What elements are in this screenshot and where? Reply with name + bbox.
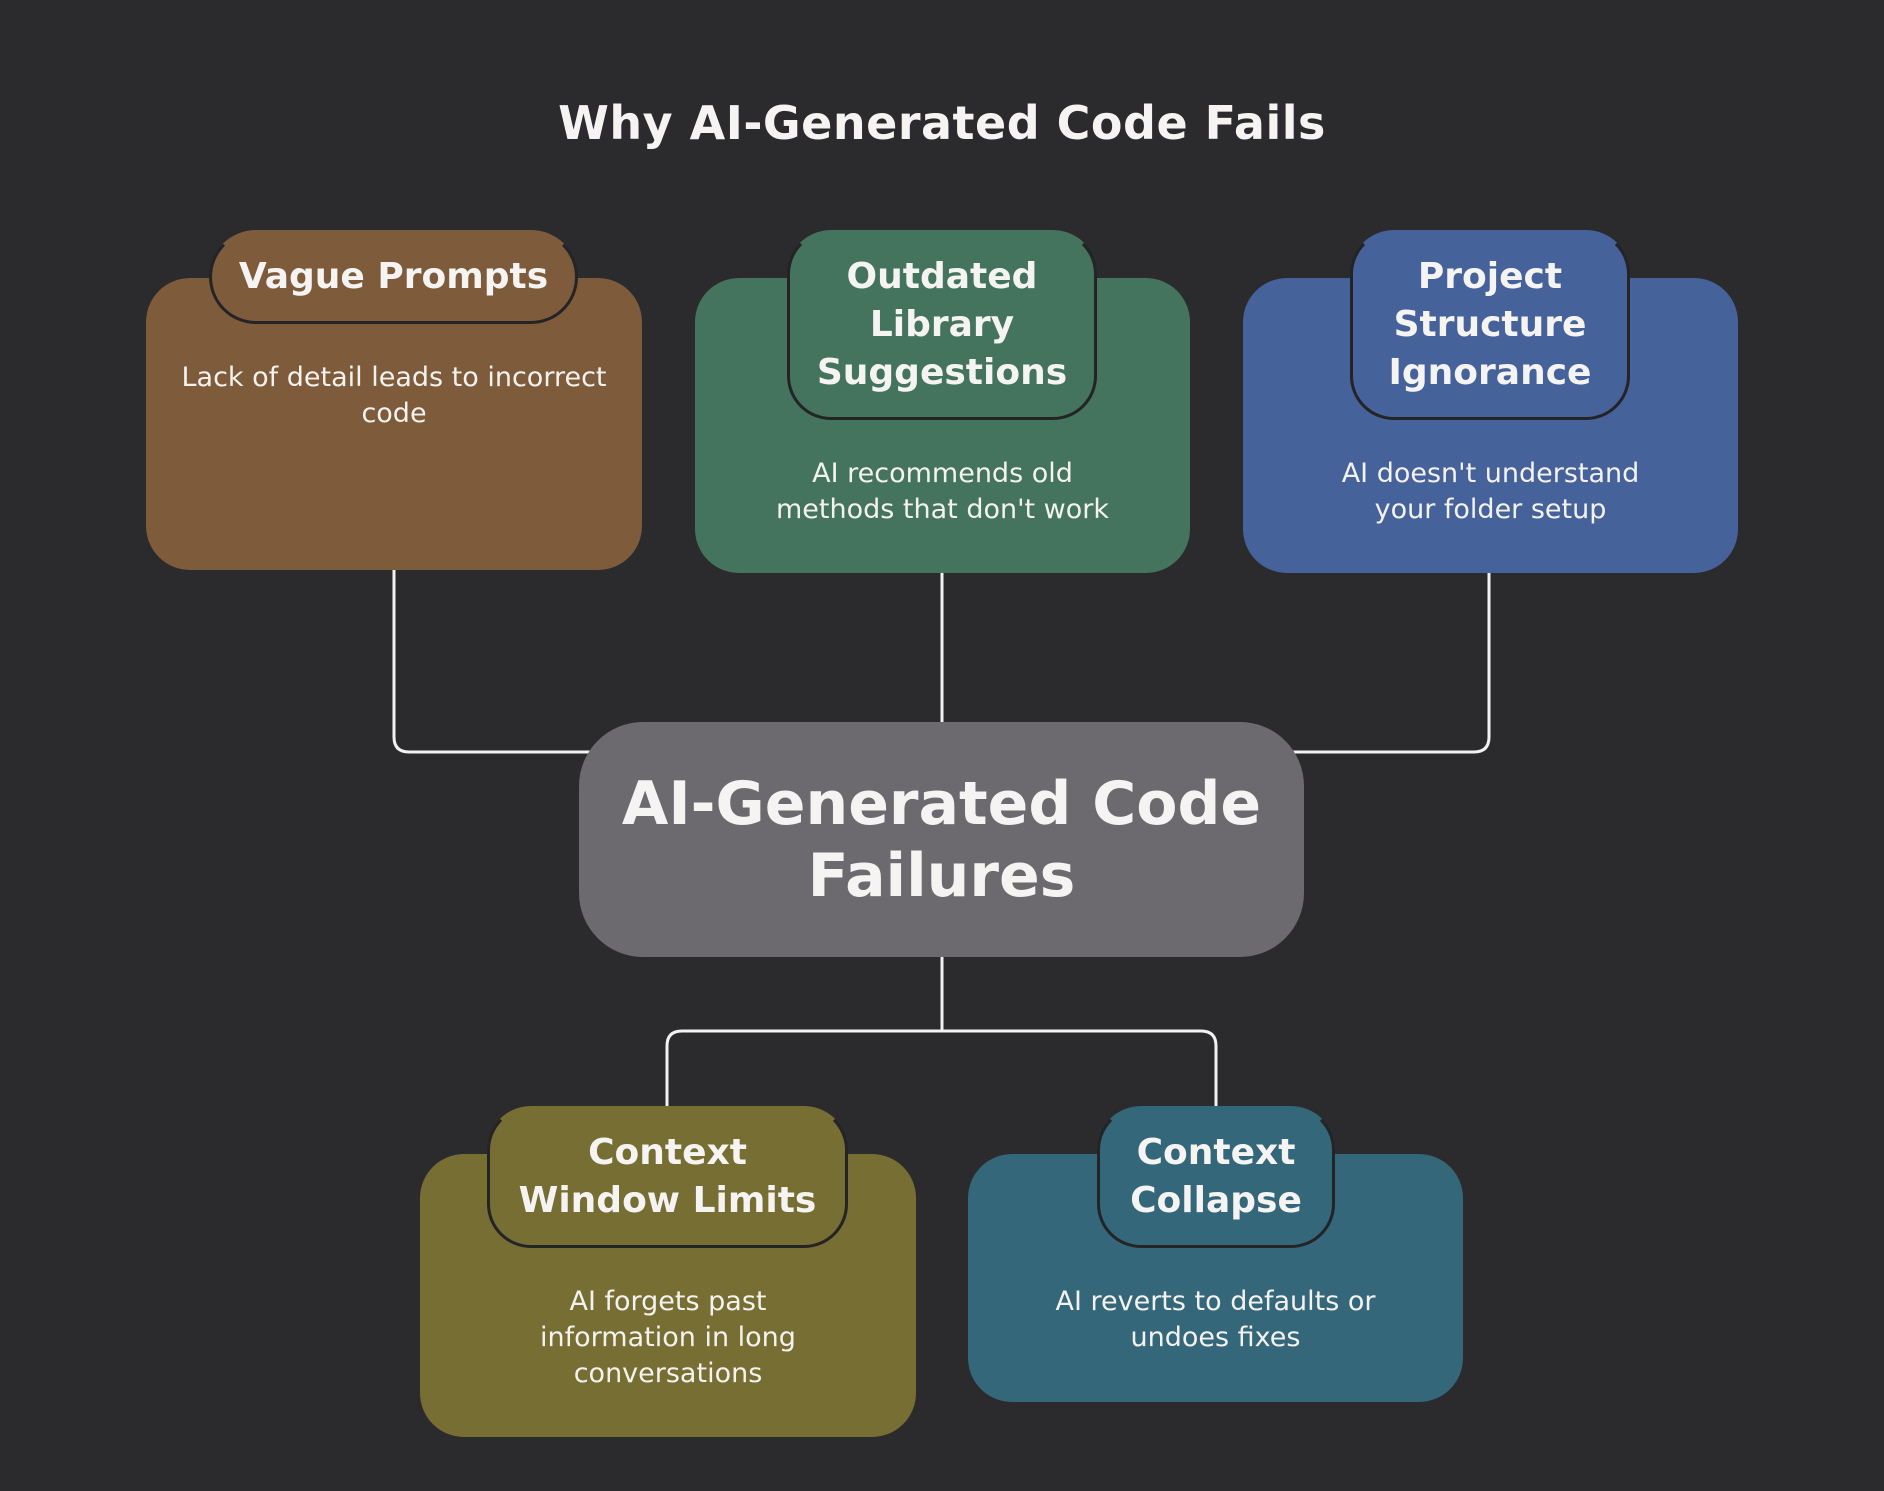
cause-title-pill: Vague Prompts (209, 230, 578, 324)
cause-node-vague-prompts: Lack of detail leads to incorrect code (146, 278, 642, 570)
connector-bottom-branch (665, 1029, 1218, 1106)
cause-node-context-collapse: AI reverts to defaults or undoes fixes (968, 1154, 1463, 1402)
cause-title: Context Window Limits (518, 1132, 817, 1221)
diagram-title: Why AI-Generated Code Fails (558, 96, 1326, 150)
center-node: AI-Generated Code Failures (579, 722, 1304, 957)
cause-description: AI recommends old methods that don't wor… (775, 458, 1110, 525)
cause-description: Lack of detail leads to incorrect code (181, 362, 607, 429)
cause-description: AI reverts to defaults or undoes fixes (1055, 1286, 1376, 1353)
cause-description: AI doesn't understand your folder setup (1341, 458, 1640, 525)
cause-title-pill: Context Collapse (1097, 1106, 1335, 1248)
cause-title-pill: Context Window Limits (487, 1106, 848, 1248)
cause-node-outdated-library: AI recommends old methods that don't wor… (695, 278, 1190, 573)
center-label: AI-Generated Code Failures (621, 768, 1262, 911)
cause-title: Project Structure Ignorance (1388, 256, 1592, 393)
cause-title: Vague Prompts (238, 256, 549, 297)
cause-title: Outdated Library Suggestions (816, 256, 1068, 393)
cause-title: Context Collapse (1130, 1132, 1302, 1221)
cause-title-pill: Project Structure Ignorance (1350, 230, 1630, 420)
cause-title-pill: Outdated Library Suggestions (787, 230, 1097, 420)
cause-description: AI forgets past information in long conv… (540, 1286, 796, 1389)
